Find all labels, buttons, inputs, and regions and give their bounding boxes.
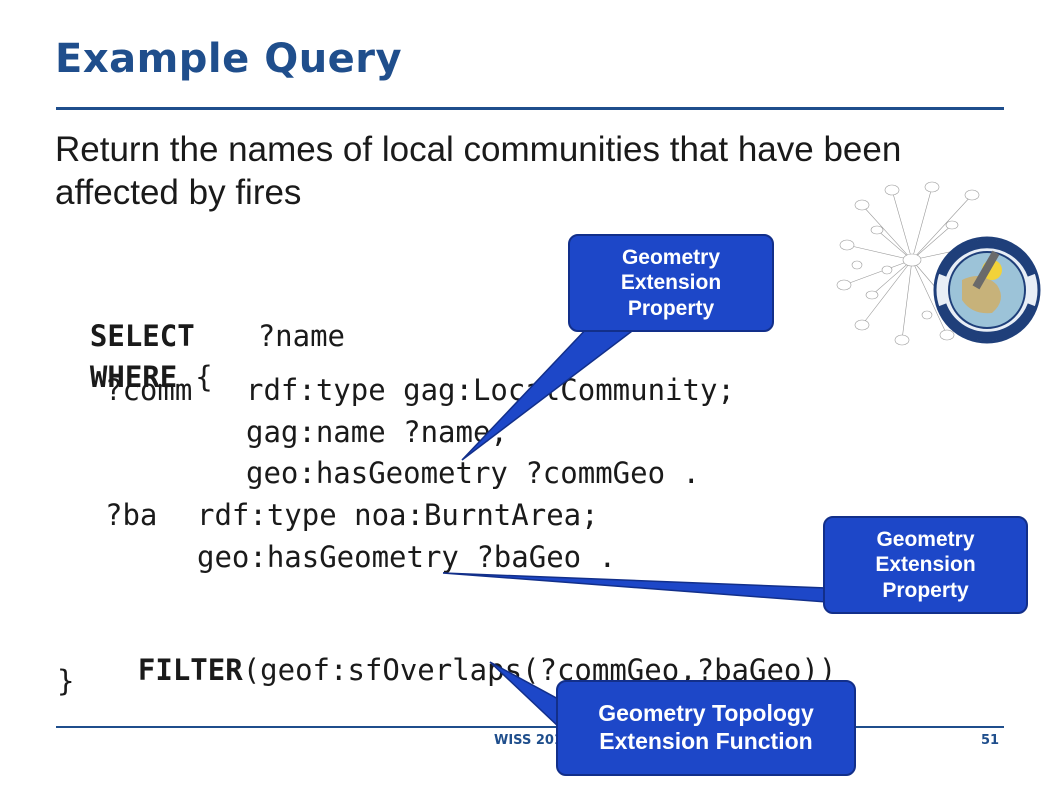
callout-geometry-extension-property-1: Geometry Extension Property <box>568 234 774 332</box>
title-divider <box>56 107 1004 110</box>
page-number: 51 <box>981 733 1000 748</box>
footer-label: WISS 2015 <box>494 733 573 748</box>
callout-line: Extension <box>620 271 722 295</box>
select-keyword: SELECT <box>89 319 195 353</box>
callout-line: Property <box>882 578 969 602</box>
callout-line: Property <box>627 296 715 320</box>
callout-pointer-1 <box>461 324 643 461</box>
query-comm-type: rdf:type gag:LocalCommunity; <box>246 373 735 407</box>
query-ba-subject: ?ba <box>105 498 158 532</box>
callout-pointer-2 <box>442 572 827 603</box>
query-select-line: SELECT ?name <box>55 293 345 351</box>
callout-line: Geometry <box>621 246 721 270</box>
select-variable: ?name <box>257 319 345 353</box>
callout-line: Extension Function <box>599 728 813 754</box>
close-brace: } <box>57 664 75 698</box>
filter-keyword: FILTER <box>137 653 243 687</box>
query-comm-subject: ?comm <box>105 373 193 407</box>
query-comm-name: gag:name ?name; <box>246 415 508 449</box>
query-filter-line: FILTER(geof:sfOverlaps(?commGeo,?baGeo)) <box>103 627 836 685</box>
callout-pointer-3 <box>489 661 561 730</box>
open-brace: { <box>195 360 213 394</box>
query-ba-geometry: geo:hasGeometry ?baGeo . <box>197 540 617 574</box>
query-comm-geometry: geo:hasGeometry ?commGeo . <box>246 456 700 490</box>
callout-line: Geometry Topology <box>598 700 814 727</box>
callout-line: Geometry <box>876 528 975 552</box>
callout-line: Extension <box>875 553 976 577</box>
where-keyword: WHERE <box>89 360 178 394</box>
filter-expression: (geof:sfOverlaps(?commGeo,?baGeo)) <box>242 653 837 687</box>
query-ba-type: rdf:type noa:BurntArea; <box>197 498 599 532</box>
slide-title: Example Query <box>55 36 403 82</box>
callout-geometry-topology-extension-function: Geometry Topology Extension Function <box>556 680 856 776</box>
slide-subtitle: Return the names of local communities th… <box>55 130 902 212</box>
remote-sensing-institute-logo <box>836 181 1041 346</box>
footer-divider <box>56 726 1004 728</box>
query-where-line: WHERE { <box>55 334 213 392</box>
callout-geometry-extension-property-2: Geometry Extension Property <box>823 516 1028 614</box>
